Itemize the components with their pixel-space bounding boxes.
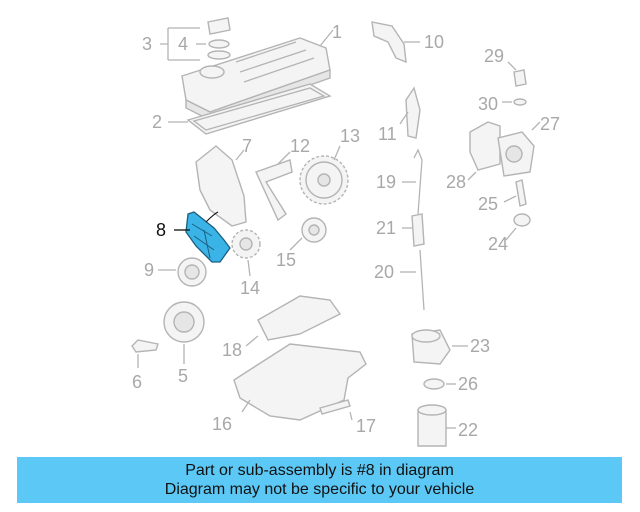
part-15-idler xyxy=(289,217,327,251)
label-24: 24 xyxy=(488,234,508,254)
part-24-o-ring xyxy=(505,213,531,241)
label-25: 25 xyxy=(478,194,498,214)
part-5-pulley xyxy=(163,301,205,364)
label-26: 26 xyxy=(458,374,478,394)
info-banner: Part or sub-assembly is #8 in diagram Di… xyxy=(17,457,622,503)
label-3: 3 xyxy=(142,34,152,54)
part-23-filter-housing xyxy=(411,329,468,365)
banner-line-2: Diagram may not be specific to your vehi… xyxy=(164,481,475,498)
label-12: 12 xyxy=(290,136,310,156)
label-6: 6 xyxy=(132,372,142,392)
part-12-timing-belt xyxy=(255,151,293,222)
part-17-sealant-tube xyxy=(319,399,353,421)
label-28: 28 xyxy=(446,172,466,192)
part-7-timing-cover xyxy=(195,145,247,227)
part-18-baffle xyxy=(245,295,342,347)
label-20: 20 xyxy=(374,262,394,282)
banner-line-1: Part or sub-assembly is #8 in diagram xyxy=(185,462,454,479)
part-22-oil-filter xyxy=(417,404,456,447)
label-23: 23 xyxy=(470,336,490,356)
label-30: 30 xyxy=(478,94,498,114)
label-7: 7 xyxy=(242,136,252,156)
part-1-valve-cover xyxy=(181,29,334,121)
part-3-4-oil-cap-seals xyxy=(160,17,231,61)
part-16-oil-pan xyxy=(233,343,367,421)
part-27-28-pump xyxy=(467,121,541,181)
label-4: 4 xyxy=(178,34,188,54)
label-18: 18 xyxy=(222,340,242,360)
part-20-tube xyxy=(400,249,425,311)
label-22: 22 xyxy=(458,420,478,440)
part-11-guide xyxy=(399,86,421,139)
label-5: 5 xyxy=(178,366,188,386)
part-21-dipstick-tube xyxy=(402,213,425,247)
part-26-seal xyxy=(423,378,456,390)
part-14-sprocket xyxy=(231,229,261,277)
part-13-cam-sprocket xyxy=(299,145,349,205)
label-14: 14 xyxy=(240,278,260,298)
part-10-upper-cover xyxy=(371,21,420,64)
parts-diagram: 1 3 4 2 10 7 12 13 xyxy=(131,17,560,447)
label-1: 1 xyxy=(332,22,342,42)
part-6-bolt xyxy=(131,339,159,368)
part-8-highlighted xyxy=(174,211,231,263)
part-19-dipstick xyxy=(402,148,423,215)
label-8: 8 xyxy=(156,220,166,240)
label-16: 16 xyxy=(212,414,232,434)
part-25-stud xyxy=(503,179,527,207)
label-11: 11 xyxy=(378,124,397,144)
label-10: 10 xyxy=(424,32,444,52)
label-15: 15 xyxy=(276,250,296,270)
label-27: 27 xyxy=(540,114,560,134)
part-2-gasket xyxy=(168,83,332,135)
label-29: 29 xyxy=(484,46,504,66)
label-2: 2 xyxy=(152,112,162,132)
part-29-30-fittings xyxy=(502,61,527,106)
label-13: 13 xyxy=(340,126,360,146)
part-9-seal xyxy=(158,257,207,287)
label-19: 19 xyxy=(376,172,396,192)
label-9: 9 xyxy=(144,260,154,280)
label-21: 21 xyxy=(376,218,396,238)
label-17: 17 xyxy=(356,416,376,436)
